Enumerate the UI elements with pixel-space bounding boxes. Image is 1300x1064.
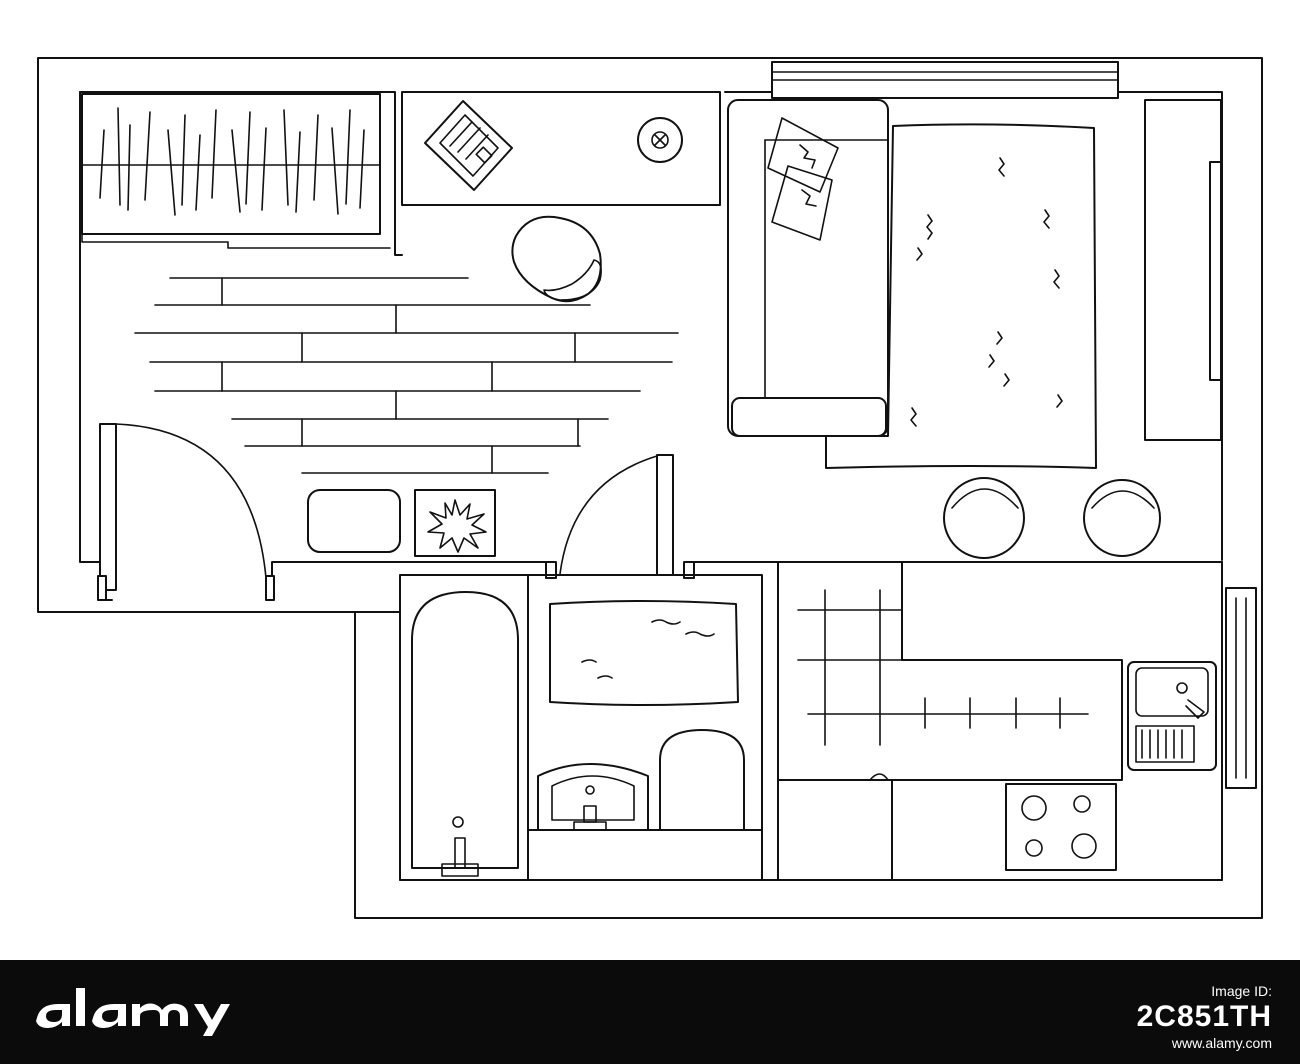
cooktop [1005, 783, 1117, 871]
bath-mat [549, 600, 739, 706]
laptop [424, 100, 513, 191]
kitchen-floor-tiles [797, 589, 1089, 746]
bathroom-walls [399, 574, 763, 881]
image-id-block: Image ID: 2C851TH www.alamy.com [1136, 982, 1272, 1051]
toilet [659, 729, 745, 831]
sofa [727, 99, 889, 437]
bar-stool-1 [943, 477, 1025, 559]
alamy-logo [36, 988, 230, 1036]
tv-cabinet [1144, 99, 1223, 441]
wardrobe-hangers [99, 107, 365, 216]
entrance-door [97, 423, 275, 601]
bar-stool-2 [1083, 479, 1161, 557]
hall-floor-planks [134, 277, 679, 474]
kitchen-sink [1127, 661, 1217, 771]
floor-plan-drawing [37, 57, 1263, 919]
potted-plant [414, 489, 496, 557]
image-id-code: 2C851TH [1136, 1000, 1272, 1033]
bathtub [411, 591, 519, 877]
window-kitchen [1225, 587, 1257, 789]
window-top [771, 61, 1119, 99]
site-url: www.alamy.com [1171, 1035, 1272, 1051]
kitchen-walls [777, 561, 1223, 881]
ottoman [307, 489, 401, 553]
outer-walls [37, 57, 1263, 919]
wardrobe [81, 93, 391, 249]
armchair [511, 215, 602, 303]
desk-lamp [637, 117, 683, 163]
washbasin [527, 763, 763, 881]
living-rug [825, 123, 1097, 469]
image-id-label: Image ID: [1211, 983, 1272, 999]
bathroom-door [545, 454, 695, 579]
stock-watermark-bar: Image ID: 2C851TH www.alamy.com [0, 960, 1300, 1064]
